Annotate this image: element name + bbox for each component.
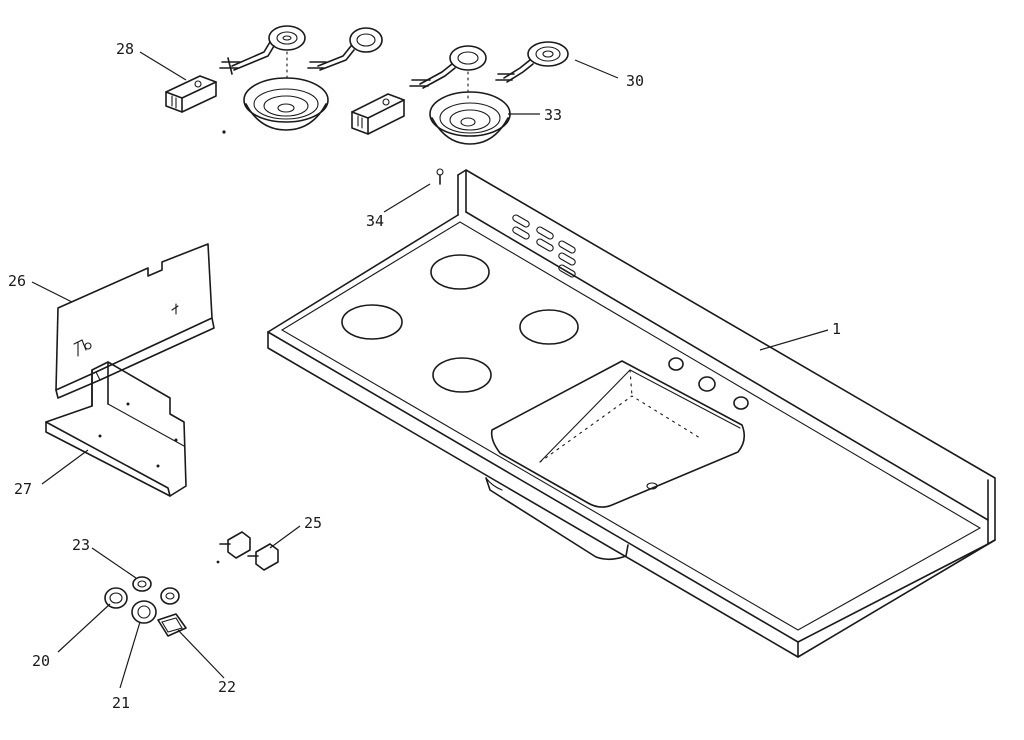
callout-34: 34 xyxy=(366,212,384,230)
faucet-hole xyxy=(733,396,749,410)
vent-slots xyxy=(512,214,576,278)
burner-hole-rear-right xyxy=(430,254,490,290)
surface-element-2 xyxy=(307,27,383,71)
callout-28: 28 xyxy=(116,40,134,58)
callout-20: 20 xyxy=(32,652,50,670)
drip-pan-2 xyxy=(429,91,511,145)
burner-hole-front-left xyxy=(432,357,492,393)
surface-element-3 xyxy=(409,45,487,89)
range-top-panel xyxy=(267,169,996,658)
callout-23: 23 xyxy=(72,536,90,554)
callout-25: 25 xyxy=(304,514,322,532)
faucet-hole xyxy=(698,376,716,392)
callout-33: 33 xyxy=(544,106,562,124)
callout-1: 1 xyxy=(832,320,841,338)
callout-21: 21 xyxy=(112,694,130,712)
burner-hole-rear-left xyxy=(341,304,403,340)
surface-element-1 xyxy=(219,25,306,75)
callout-30: 30 xyxy=(626,72,644,90)
mounting-bracket xyxy=(45,361,187,497)
control-knobs xyxy=(104,576,180,624)
heat-shield-panel xyxy=(55,243,215,399)
callout-27: 27 xyxy=(14,480,32,498)
surface-element-4 xyxy=(495,41,569,83)
indicator-lens xyxy=(157,613,187,637)
callout-26: 26 xyxy=(8,272,26,290)
sink-basin xyxy=(485,360,746,561)
faucet-hole xyxy=(668,357,684,371)
screw xyxy=(436,168,444,185)
drip-pan-1 xyxy=(243,77,329,131)
terminal-block-2 xyxy=(351,93,405,135)
burner-hole-front-right xyxy=(519,309,579,345)
callout-22: 22 xyxy=(218,678,236,696)
switch-connectors xyxy=(216,531,279,571)
terminal-block-1 xyxy=(165,75,217,113)
